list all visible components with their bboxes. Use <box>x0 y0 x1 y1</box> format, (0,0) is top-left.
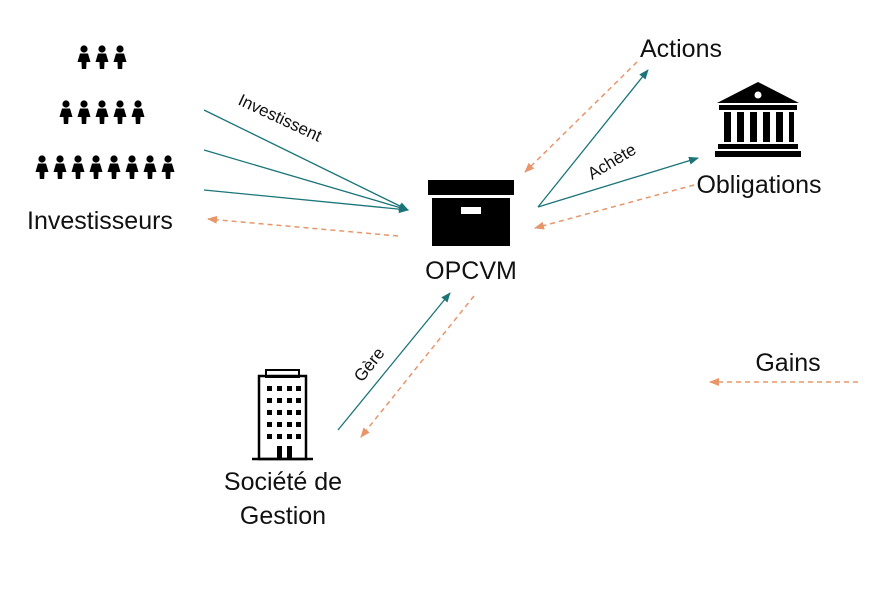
manage-arrow <box>337 292 451 431</box>
gains-flow-arrows <box>207 61 858 438</box>
buy-actions-arrow <box>537 69 649 208</box>
building-icon <box>252 369 313 461</box>
investment-flow-arrows <box>203 69 699 431</box>
invest-arrow-2 <box>203 149 409 212</box>
invest-arrow-3 <box>203 189 409 214</box>
people-pyramid-icon <box>35 45 175 179</box>
societe-label-line2: Gestion <box>240 502 326 530</box>
bank-icon <box>715 82 801 157</box>
gains-to-societe-arrow <box>360 295 475 438</box>
gains-to-investors-arrow <box>207 215 399 237</box>
buy-obligations-arrow <box>537 156 699 208</box>
gains-from-actions-arrow <box>524 61 638 173</box>
invest-arrow-1 <box>203 109 409 211</box>
gains-from-obligations-arrow <box>534 184 695 230</box>
societe-label-line1: Société de <box>224 468 342 496</box>
gere-label: Gère <box>350 344 388 385</box>
box-icon <box>428 180 514 246</box>
investissent-label: Investissent <box>235 90 325 145</box>
opcvm-label: OPCVM <box>425 257 517 285</box>
gains-legend-label: Gains <box>755 349 820 377</box>
obligations-label: Obligations <box>696 171 821 199</box>
achete-label: Achète <box>584 140 639 184</box>
investisseurs-label: Investisseurs <box>27 207 173 235</box>
actions-label: Actions <box>640 35 722 63</box>
